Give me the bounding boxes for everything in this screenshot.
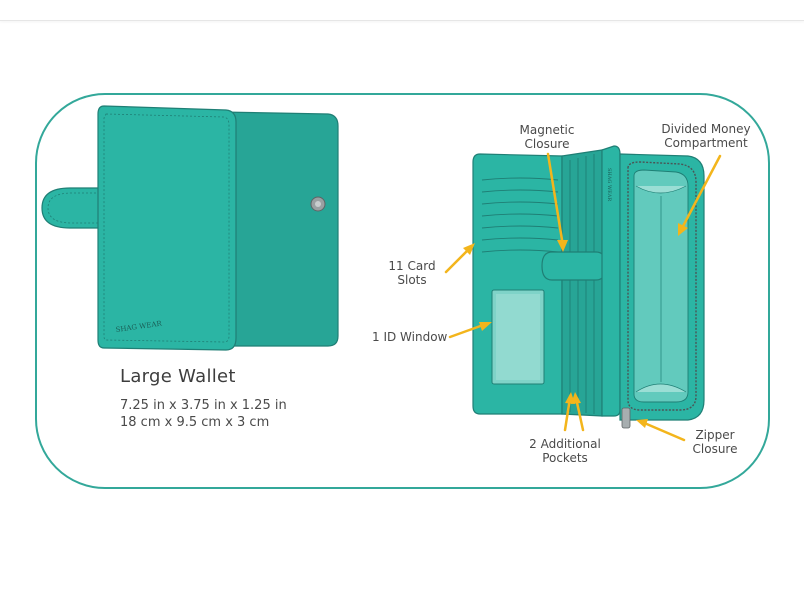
dimensions-cm: 18 cm x 9.5 cm x 3 cm <box>120 415 270 430</box>
callout-arrows <box>444 152 722 442</box>
label-zipper-closure: Zipper Closure <box>692 428 738 456</box>
center-pockets <box>561 149 603 417</box>
label-divided-money: Divided Money Compartment <box>661 122 751 150</box>
zipper-pull <box>621 407 631 429</box>
label-id-window: 1 ID Window <box>372 330 448 344</box>
dimensions-inches: 7.25 in x 3.75 in x 1.25 in <box>120 398 287 413</box>
arrow-zipper <box>640 420 686 442</box>
open-wallet: SHAG WEAR <box>472 145 705 429</box>
closed-wallet: SHAG WEAR <box>41 105 339 351</box>
inner-brand-logo: SHAG WEAR <box>606 168 612 201</box>
arrow-divided-money <box>679 154 722 232</box>
label-card-slots: 11 Card Slots <box>388 259 436 287</box>
top-bar <box>0 0 804 21</box>
wallet-front-flap <box>97 105 237 351</box>
wallet-strap <box>41 187 111 229</box>
wallet-back-panel <box>219 111 339 347</box>
magnetic-tab <box>541 251 607 281</box>
arrow-id-window <box>448 322 488 339</box>
arrow-magnetic <box>546 152 565 248</box>
label-additional-pockets: 2 Additional Pockets <box>529 437 601 465</box>
product-title: Large Wallet <box>120 366 236 387</box>
arrow-card-slots <box>444 246 472 274</box>
label-magnetic-closure: Magnetic Closure <box>519 123 575 151</box>
